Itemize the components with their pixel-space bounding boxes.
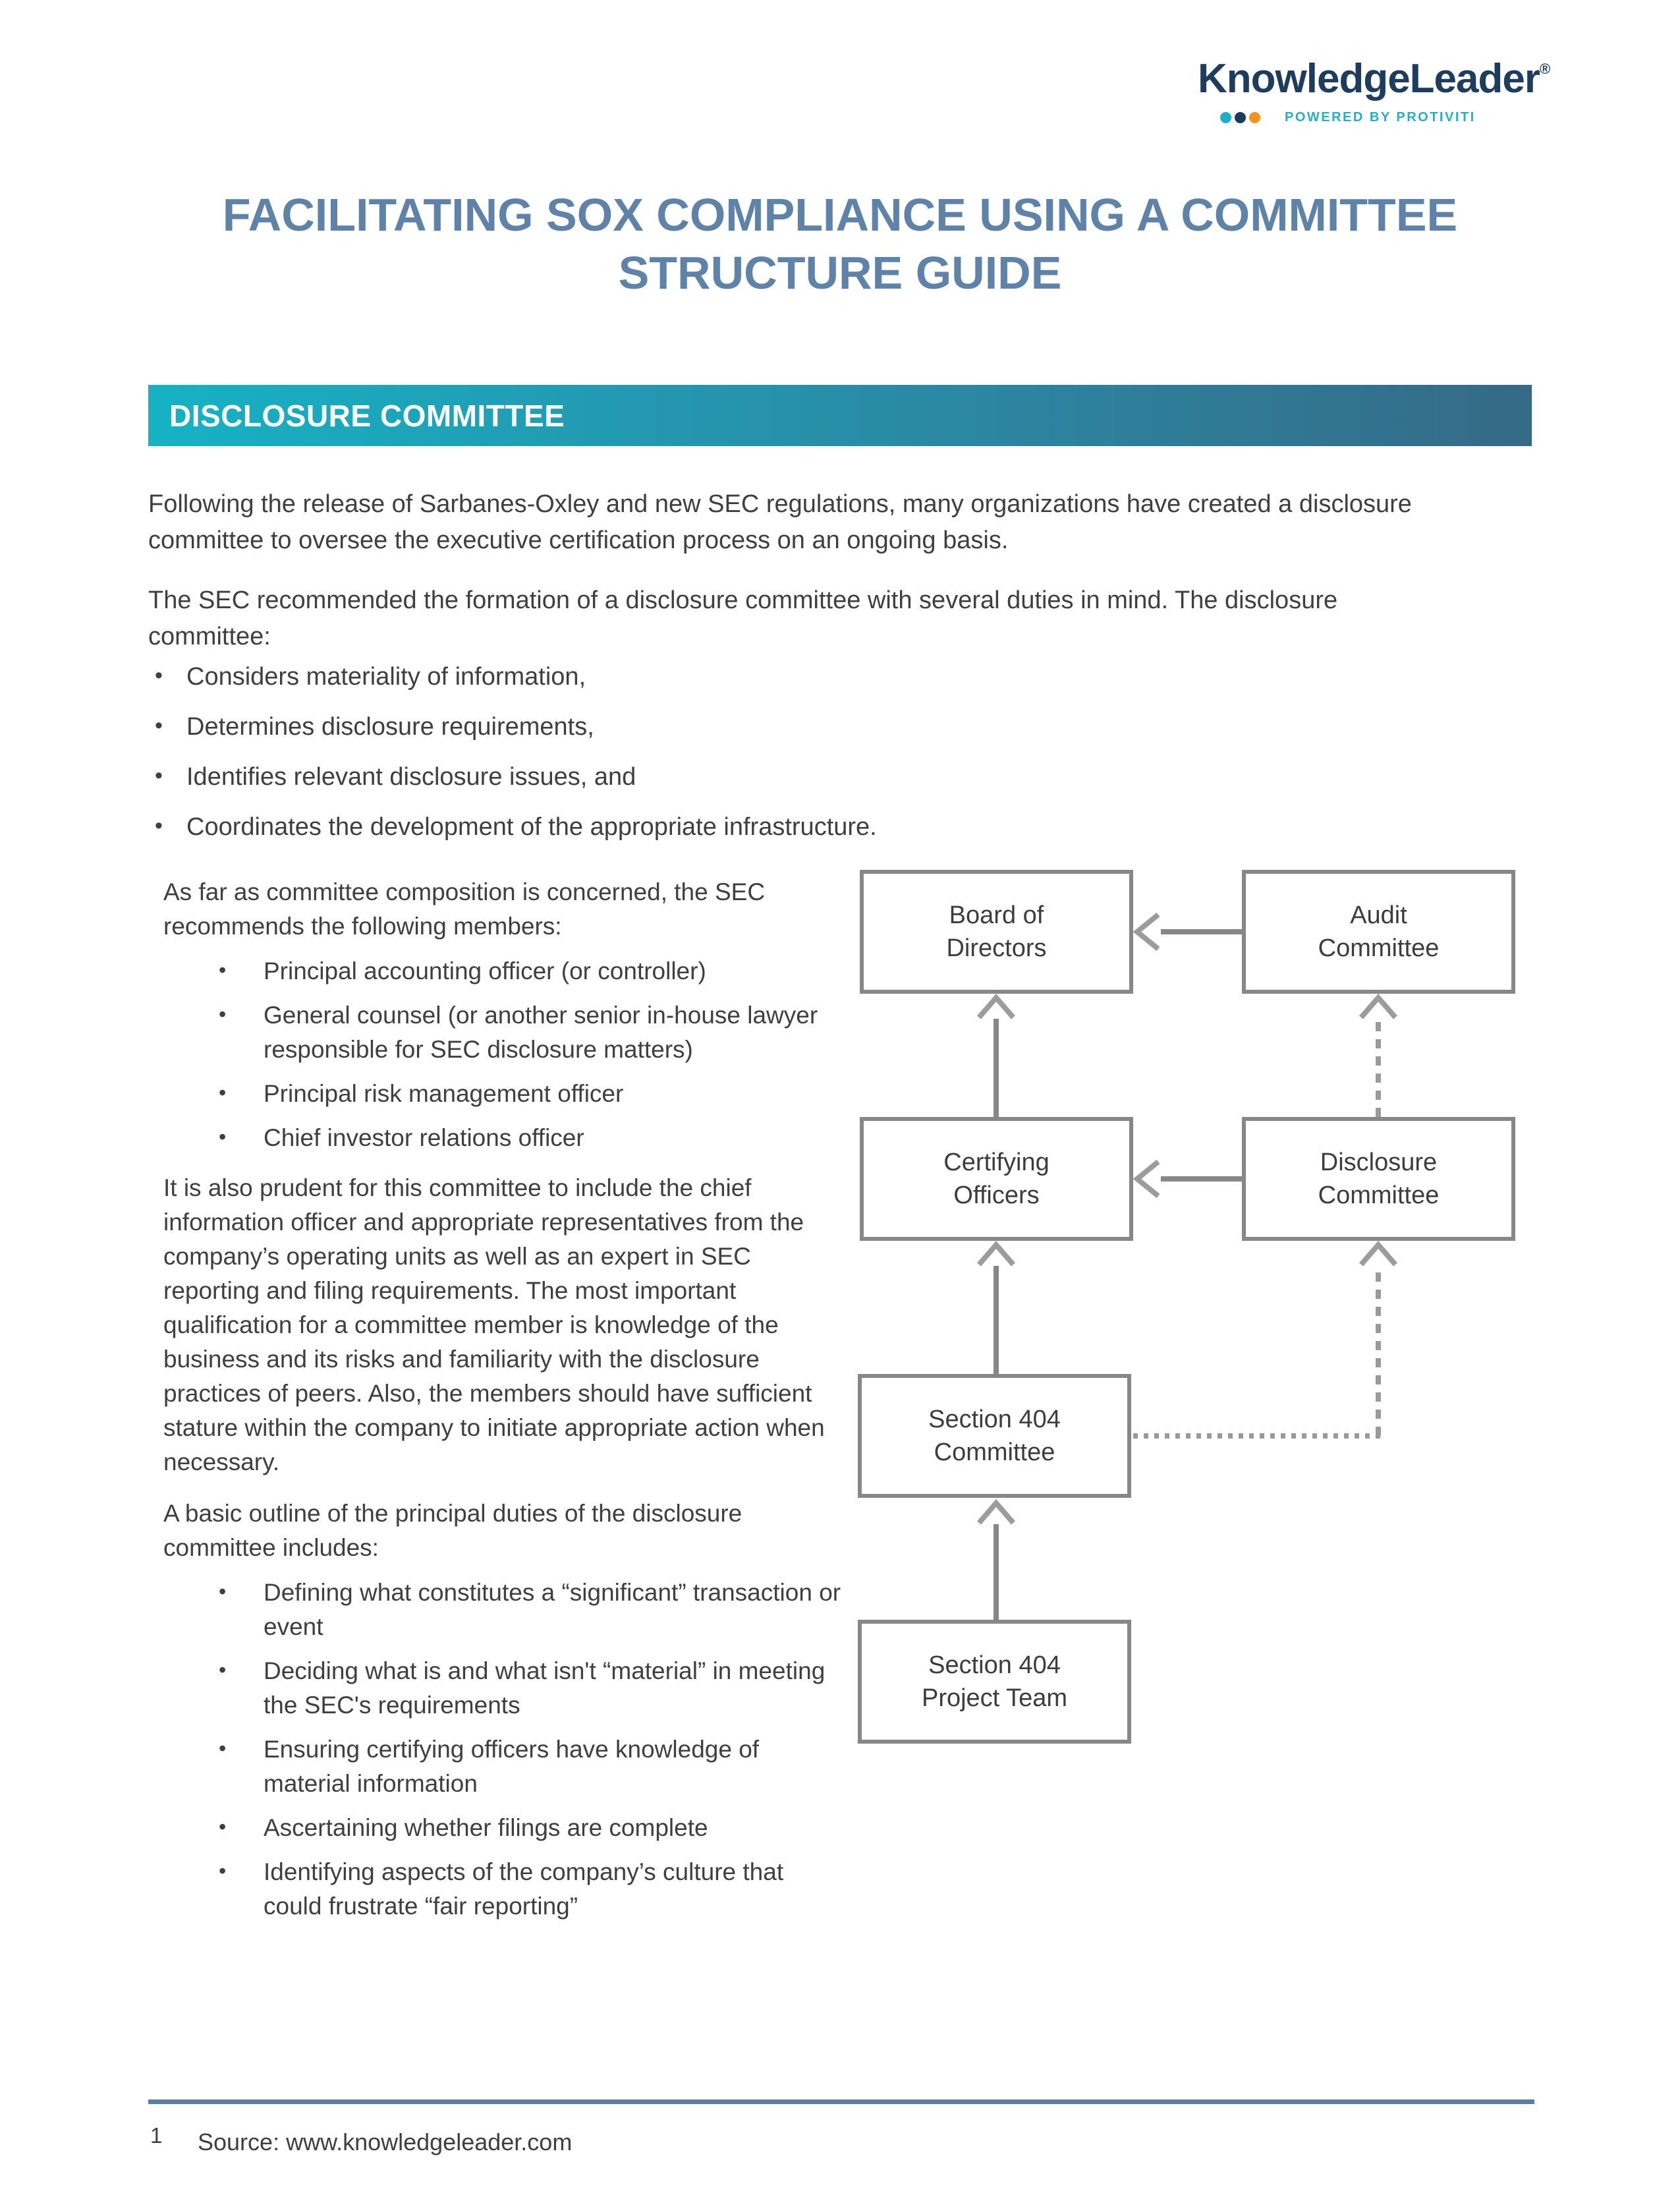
list-item: Coordinates the development of the appro…	[148, 808, 1466, 845]
arrowhead-up-icon	[976, 1498, 1016, 1525]
diagram-box-board-of-directors: Board of Directors	[860, 870, 1133, 994]
knowledgeleader-logo: KnowledgeLeader® POWERED BY PROTIVITI	[1198, 55, 1550, 125]
list-item-text: Identifies relevant disclosure issues, a…	[186, 763, 636, 791]
list-item-text: Considers materiality of information,	[186, 663, 586, 691]
list-item-text: Deciding what is and what isn't “materia…	[264, 1657, 826, 1719]
diagram-box-audit-committee: Audit Committee	[1242, 870, 1515, 994]
list-item-text: General counsel (or another senior in-ho…	[264, 1002, 818, 1063]
list-item: General counsel (or another senior in-ho…	[163, 997, 845, 1067]
page-number: 1	[150, 2123, 163, 2148]
logo-dot-orange-icon	[1249, 112, 1260, 123]
list-item: Ascertaining whether filings are complet…	[163, 1810, 845, 1845]
logo-wordmark-text: KnowledgeLeader	[1198, 56, 1540, 101]
list-item-text: Principal risk management officer	[264, 1080, 624, 1107]
source-text: Source: www.knowledgeleader.com	[198, 2128, 573, 2155]
diagram-box-section404-project-team: Section 404 Project Team	[858, 1620, 1131, 1744]
list-item-text: Coordinates the development of the appro…	[186, 813, 877, 841]
list-item: Identifying aspects of the company’s cul…	[163, 1854, 845, 1924]
page-title-line2: STRUCTURE GUIDE	[618, 247, 1062, 299]
list-item: Deciding what is and what isn't “materia…	[163, 1653, 845, 1723]
logo-wordmark: KnowledgeLeader®	[1198, 55, 1550, 102]
logo-tagline-row: POWERED BY PROTIVITI	[1220, 110, 1540, 125]
logo-dot-navy-icon	[1235, 112, 1246, 123]
list-item-text: Ascertaining whether filings are complet…	[264, 1814, 708, 1841]
list-item-text: Determines disclosure requirements,	[186, 713, 594, 741]
outline-list: Defining what constitutes a “significant…	[163, 1574, 845, 1924]
list-item: Chief investor relations officer	[163, 1120, 845, 1155]
arrowhead-up-icon	[1358, 1240, 1398, 1267]
list-item: Considers materiality of information,	[148, 658, 1466, 695]
logo-tagline: POWERED BY PROTIVITI	[1285, 110, 1476, 125]
list-item: Ensuring certifying officers have knowle…	[163, 1731, 845, 1801]
list-item: Principal risk management officer	[163, 1075, 845, 1111]
list-item-text: Principal accounting officer (or control…	[264, 957, 706, 984]
list-item: Determines disclosure requirements,	[148, 708, 1466, 745]
list-item: Identifies relevant disclosure issues, a…	[148, 758, 1466, 795]
list-item-text: Chief investor relations officer	[264, 1124, 584, 1151]
diagram-box-disclosure-committee: Disclosure Committee	[1242, 1117, 1515, 1241]
list-item-text: Defining what constitutes a “significant…	[264, 1579, 841, 1640]
composition-intro: As far as committee composition is conce…	[163, 878, 766, 940]
intro-paragraph-2: The SEC recommended the formation of a d…	[148, 586, 1338, 650]
diagram-box-certifying-officers: Certifying Officers	[860, 1117, 1133, 1241]
arrowhead-up-icon	[976, 993, 1016, 1019]
prudent-paragraph: It is also prudent for this committee to…	[163, 1174, 825, 1475]
diagram-arrows	[976, 912, 1398, 1620]
arrowhead-left-icon	[1133, 1159, 1160, 1199]
list-item: Principal accounting officer (or control…	[163, 953, 845, 988]
arrowhead-up-icon	[1358, 993, 1398, 1019]
registered-mark: ®	[1540, 61, 1550, 77]
intro-paragraph-1: Following the release of Sarbanes-Oxley …	[148, 490, 1412, 554]
outline-intro: A basic outline of the principal duties …	[163, 1500, 742, 1561]
list-item-text: Ensuring certifying officers have knowle…	[264, 1736, 760, 1797]
logo-dot-teal-icon	[1220, 112, 1231, 123]
section-banner: DISCLOSURE COMMITTEE	[148, 385, 1532, 446]
arrowhead-left-icon	[1133, 912, 1160, 952]
diagram-box-section404-committee: Section 404 Committee	[858, 1374, 1131, 1498]
list-item: Defining what constitutes a “significant…	[163, 1574, 845, 1644]
org-diagram: Board of Directors Audit Committee Certi…	[824, 843, 1561, 1779]
section-banner-label: DISCLOSURE COMMITTEE	[169, 398, 565, 433]
members-list: Principal accounting officer (or control…	[163, 953, 845, 1155]
footer-divider	[148, 2099, 1534, 2104]
page-title-line1: FACILITATING SOX COMPLIANCE USING A COMM…	[222, 189, 1458, 241]
duties-list: Considers materiality of information, De…	[148, 658, 1466, 859]
left-column: As far as committee composition is conce…	[163, 875, 845, 1933]
page-title: FACILITATING SOX COMPLIANCE USING A COMM…	[148, 186, 1532, 302]
list-item-text: Identifying aspects of the company’s cul…	[264, 1858, 784, 1920]
arrowhead-up-icon	[976, 1240, 1016, 1267]
